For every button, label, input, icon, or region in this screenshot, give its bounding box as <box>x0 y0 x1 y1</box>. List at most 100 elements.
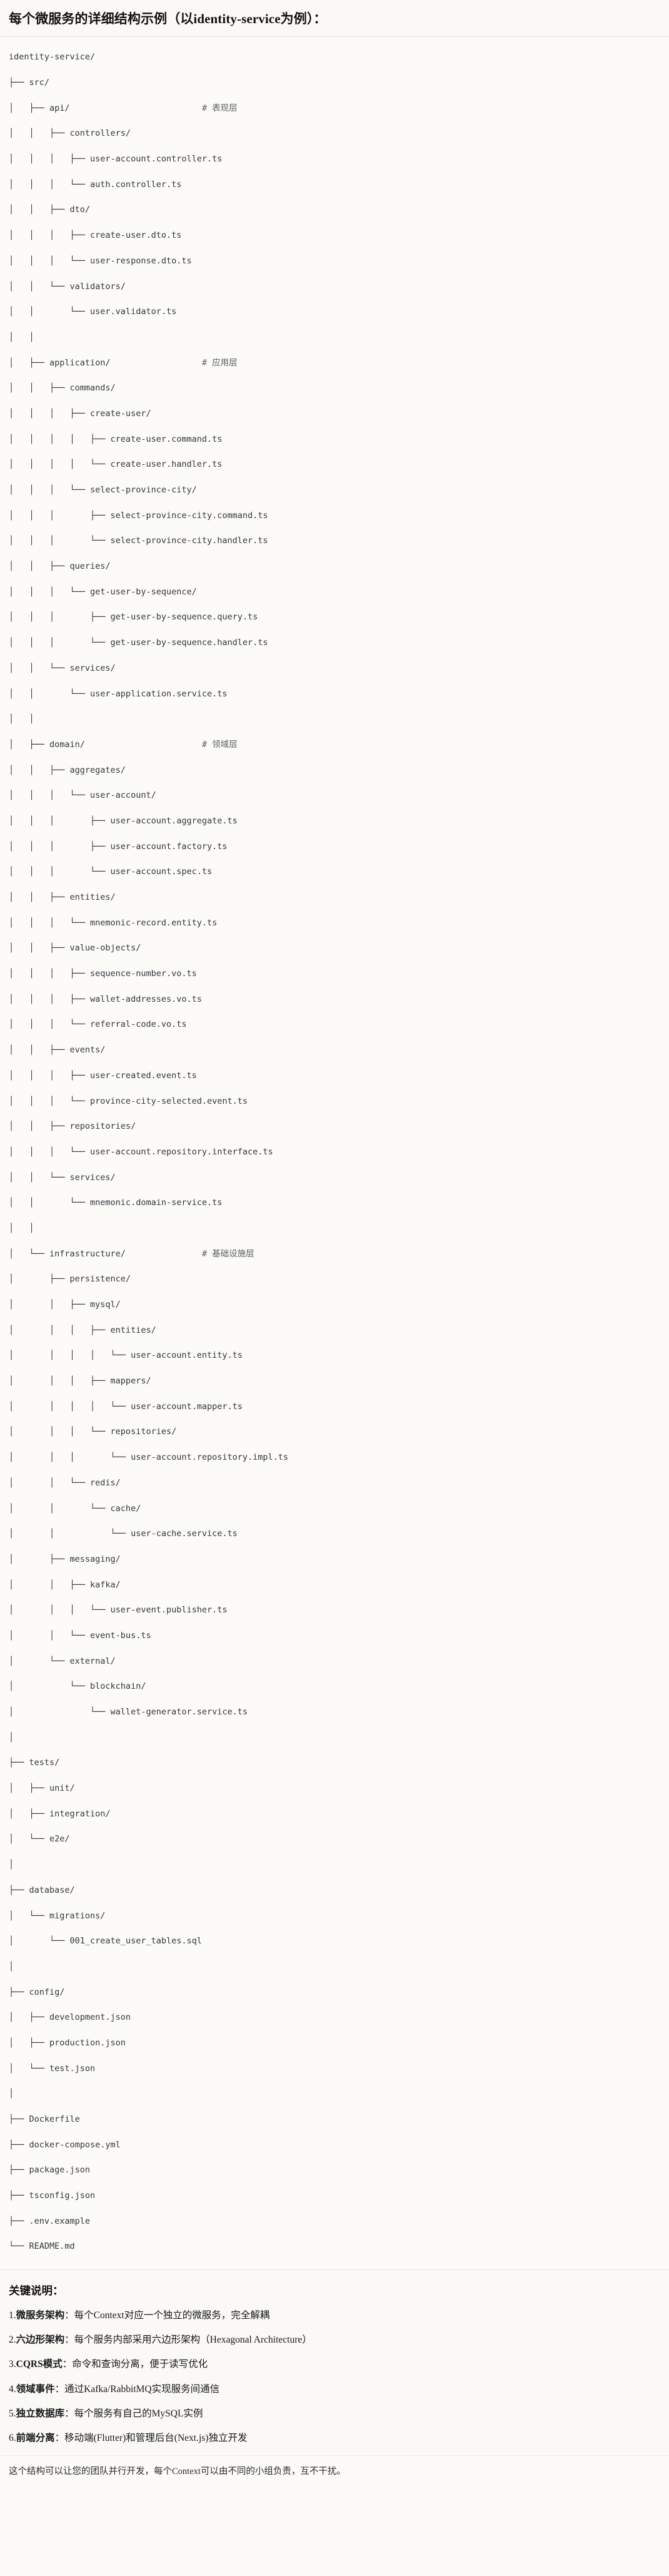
tree-line: │ │ │ │ └── create-user.handler.ts <box>9 459 223 470</box>
key-note-item: 6.前端分离：移动端(Flutter)和管理后台(Next.js)独立开发 <box>9 2431 660 2445</box>
tree-line: │ <box>9 1732 14 1743</box>
tree-line: │ │ ├── mysql/ <box>9 1300 121 1310</box>
document-page: 每个微服务的详细结构示例（以identity-service为例）： ident… <box>0 0 669 2490</box>
tree-line: │ │ │ ├── create-user/ <box>9 408 151 419</box>
tree-line: │ │ │ └── user-account/ <box>9 790 156 801</box>
tree-line: │ └── wallet-generator.service.ts <box>9 1707 248 1718</box>
key-note-body: ：每个Context对应一个独立的微服务，完全解耦 <box>64 2309 270 2321</box>
tree-line: └── README.md <box>9 2241 75 2252</box>
tree-line: │ │ └── validators/ <box>9 281 126 292</box>
tree-line: │ ├── application/ # 应用层 <box>9 357 238 368</box>
tree-layer-comment: # 领域层 <box>201 739 238 750</box>
tree-line: ├── .env.example <box>9 2216 91 2226</box>
key-note-number: 4. <box>9 2383 16 2395</box>
tree-line: │ │ │ ├── mappers/ <box>9 1376 151 1387</box>
tree-line: │ │ ├── aggregates/ <box>9 765 126 775</box>
tree-line: │ │ │ └── auth.controller.ts <box>9 179 182 190</box>
tree-layer-comment: # 基础设施层 <box>201 1248 254 1259</box>
tree-line: │ ├── development.json <box>9 2012 131 2023</box>
tree-line: │ │ │ ├── sequence-number.vo.ts <box>9 969 197 979</box>
key-note-item: 5.独立数据库：每个服务有自己的MySQL实例 <box>9 2406 660 2421</box>
tree-line: │ │ <box>9 332 34 342</box>
tree-line: │ │ │ └── get-user-by-sequence.handler.t… <box>9 638 268 648</box>
key-note-number: 2. <box>9 2334 16 2346</box>
tree-line: ├── tsconfig.json <box>9 2191 96 2201</box>
tree-line: │ ├── api/ # 表现层 <box>9 103 238 113</box>
header-section: 每个微服务的详细结构示例（以identity-service为例）： <box>0 0 669 38</box>
tree-line: │ │ │ │ └── user-account.entity.ts <box>9 1350 243 1361</box>
tree-line: ├── docker-compose.yml <box>9 2139 121 2150</box>
tree-line: ├── database/ <box>9 1885 75 1895</box>
tree-line: │ │ └── redis/ <box>9 1477 121 1488</box>
tree-line: ├── Dockerfile <box>9 2114 80 2125</box>
tree-line: │ │ │ └── repositories/ <box>9 1427 177 1437</box>
key-note-item: 4.领域事件：通过Kafka/RabbitMQ实现服务间通信 <box>9 2382 660 2396</box>
tree-line: │ │ ├── entities/ <box>9 892 116 903</box>
closing-paragraph: 这个结构可以让您的团队并行开发，每个Context可以由不同的小组负责，互不干扰… <box>9 2467 346 2477</box>
tree-line: │ │ ├── queries/ <box>9 561 111 572</box>
tree-line: │ │ │ └── referral-code.vo.ts <box>9 1019 187 1030</box>
tree-line: │ │ <box>9 714 34 725</box>
key-note-number: 6. <box>9 2433 16 2444</box>
tree-line: │ │ ├── dto/ <box>9 205 91 215</box>
tree-line: │ │ │ ├── user-account.factory.ts <box>9 841 228 852</box>
tree-line: │ │ └── services/ <box>9 1172 116 1183</box>
tree-line: ├── src/ <box>9 78 50 88</box>
tree-line: ├── package.json <box>9 2165 91 2176</box>
tree-line: │ │ │ │ └── user-account.mapper.ts <box>9 1401 243 1412</box>
tree-line: │ │ ├── controllers/ <box>9 128 131 139</box>
key-notes-title: 关键说明： <box>9 2284 64 2297</box>
tree-line: │ │ │ └── select-province-city/ <box>9 485 197 496</box>
tree-line: │ ├── unit/ <box>9 1783 75 1794</box>
tree-line: │ │ │ └── user-account.repository.interf… <box>9 1146 273 1157</box>
tree-line: │ │ └── event-bus.ts <box>9 1630 151 1641</box>
tree-line: │ │ │ └── get-user-by-sequence/ <box>9 586 197 597</box>
tree-line: │ └── 001_create_user_tables.sql <box>9 1936 202 1947</box>
tree-line: │ <box>9 1961 14 1972</box>
tree-line: │ │ ├── commands/ <box>9 383 116 394</box>
directory-tree-section: identity-service/ ├── src/ │ ├── api/ # … <box>0 37 669 2270</box>
tree-line: identity-service/ <box>9 52 96 63</box>
closing-section: 这个结构可以让您的团队并行开发，每个Context可以由不同的小组负责，互不干扰… <box>0 2455 669 2490</box>
tree-line: ├── config/ <box>9 1987 65 1997</box>
tree-line: │ └── migrations/ <box>9 1910 106 1921</box>
tree-line: │ │ │ ├── user-created.event.ts <box>9 1070 197 1081</box>
key-notes-section: 关键说明： 1.微服务架构：每个Context对应一个独立的微服务，完全解耦 2.… <box>0 2269 669 2456</box>
tree-line: │ └── infrastructure/ # 基础设施层 <box>9 1248 254 1259</box>
tree-line: │ │ │ └── user-account.repository.impl.t… <box>9 1452 289 1463</box>
tree-line: │ <box>9 2089 14 2099</box>
tree-line: │ └── e2e/ <box>9 1834 70 1845</box>
key-note-body: ：命令和查询分离，便于读写优化 <box>62 2359 208 2370</box>
tree-line: │ └── test.json <box>9 2063 96 2074</box>
key-note-item: 3.CQRS模式：命令和查询分离，便于读写优化 <box>9 2357 660 2371</box>
tree-line: │ │ │ ├── create-user.dto.ts <box>9 230 182 241</box>
tree-line: ├── tests/ <box>9 1758 60 1768</box>
tree-line: │ │ └── cache/ <box>9 1503 141 1514</box>
key-note-body: ：每个服务内部采用六边形架构（Hexagonal Architecture） <box>64 2334 312 2346</box>
tree-line: │ │ │ └── user-account.spec.ts <box>9 867 213 877</box>
key-note-body: ：移动端(Flutter)和管理后台(Next.js)独立开发 <box>54 2433 248 2444</box>
tree-line: │ ├── messaging/ <box>9 1554 121 1564</box>
tree-line: │ │ │ ├── user-account.aggregate.ts <box>9 815 238 826</box>
tree-line: │ │ │ ├── wallet-addresses.vo.ts <box>9 994 202 1004</box>
tree-line: │ └── blockchain/ <box>9 1681 146 1692</box>
tree-line: │ │ │ └── mnemonic-record.entity.ts <box>9 917 218 928</box>
tree-line: │ │ │ └── province-city-selected.event.t… <box>9 1096 248 1106</box>
key-note-number: 1. <box>9 2309 16 2321</box>
tree-line: │ │ │ │ ├── create-user.command.ts <box>9 434 223 444</box>
key-note-item: 1.微服务架构：每个Context对应一个独立的微服务，完全解耦 <box>9 2308 660 2323</box>
tree-layer-comment: # 应用层 <box>201 357 238 368</box>
key-note-term: 六边形架构 <box>16 2334 65 2346</box>
tree-line: │ │ │ └── select-province-city.handler.t… <box>9 536 268 546</box>
key-note-number: 3. <box>9 2359 16 2370</box>
tree-line: │ │ │ ├── entities/ <box>9 1325 156 1335</box>
tree-line: │ │ ├── repositories/ <box>9 1121 136 1132</box>
key-note-body: ：通过Kafka/RabbitMQ实现服务间通信 <box>54 2383 220 2395</box>
key-note-term: CQRS模式 <box>16 2359 63 2370</box>
key-note-body: ：每个服务有自己的MySQL实例 <box>64 2408 203 2419</box>
tree-line: │ <box>9 1860 14 1870</box>
tree-line: │ │ │ ├── select-province-city.command.t… <box>9 510 268 521</box>
tree-line: │ │ └── mnemonic.domain-service.ts <box>9 1198 223 1208</box>
key-note-number: 5. <box>9 2408 16 2419</box>
